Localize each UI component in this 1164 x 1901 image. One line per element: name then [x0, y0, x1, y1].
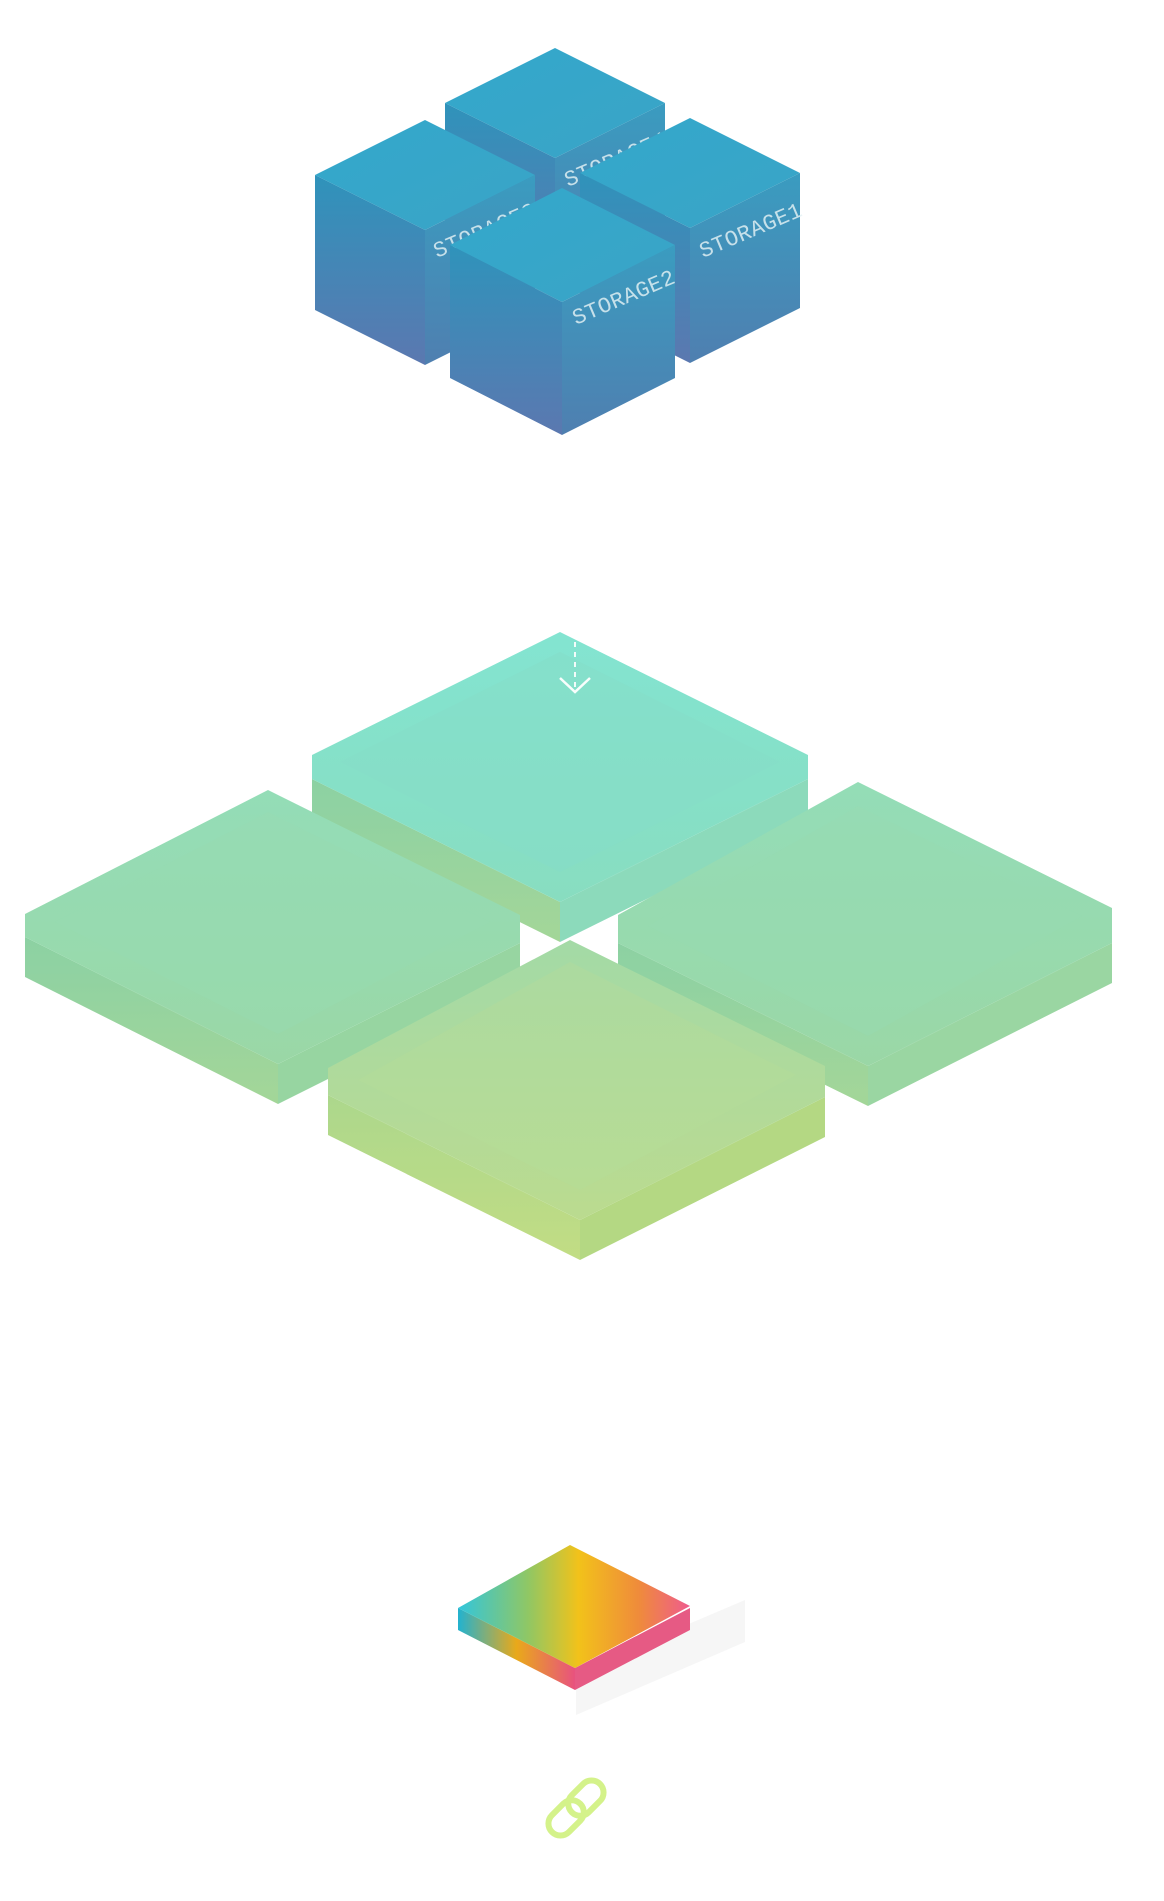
storage-cube-2: STORAGE2: [450, 188, 680, 435]
slab-group: [25, 632, 1112, 1260]
slab-left: [25, 790, 520, 1104]
slab-right: [618, 782, 1112, 1106]
gradient-tile: [458, 1545, 745, 1715]
arrow-down-icon: [559, 642, 591, 694]
slab-back: [312, 632, 808, 942]
slab-front: [328, 940, 825, 1260]
chain-link-icon: [545, 1777, 607, 1839]
storage-cube-group: STORAGE4 STORAGE3 STORAGE1 STORAGE2: [315, 48, 807, 435]
